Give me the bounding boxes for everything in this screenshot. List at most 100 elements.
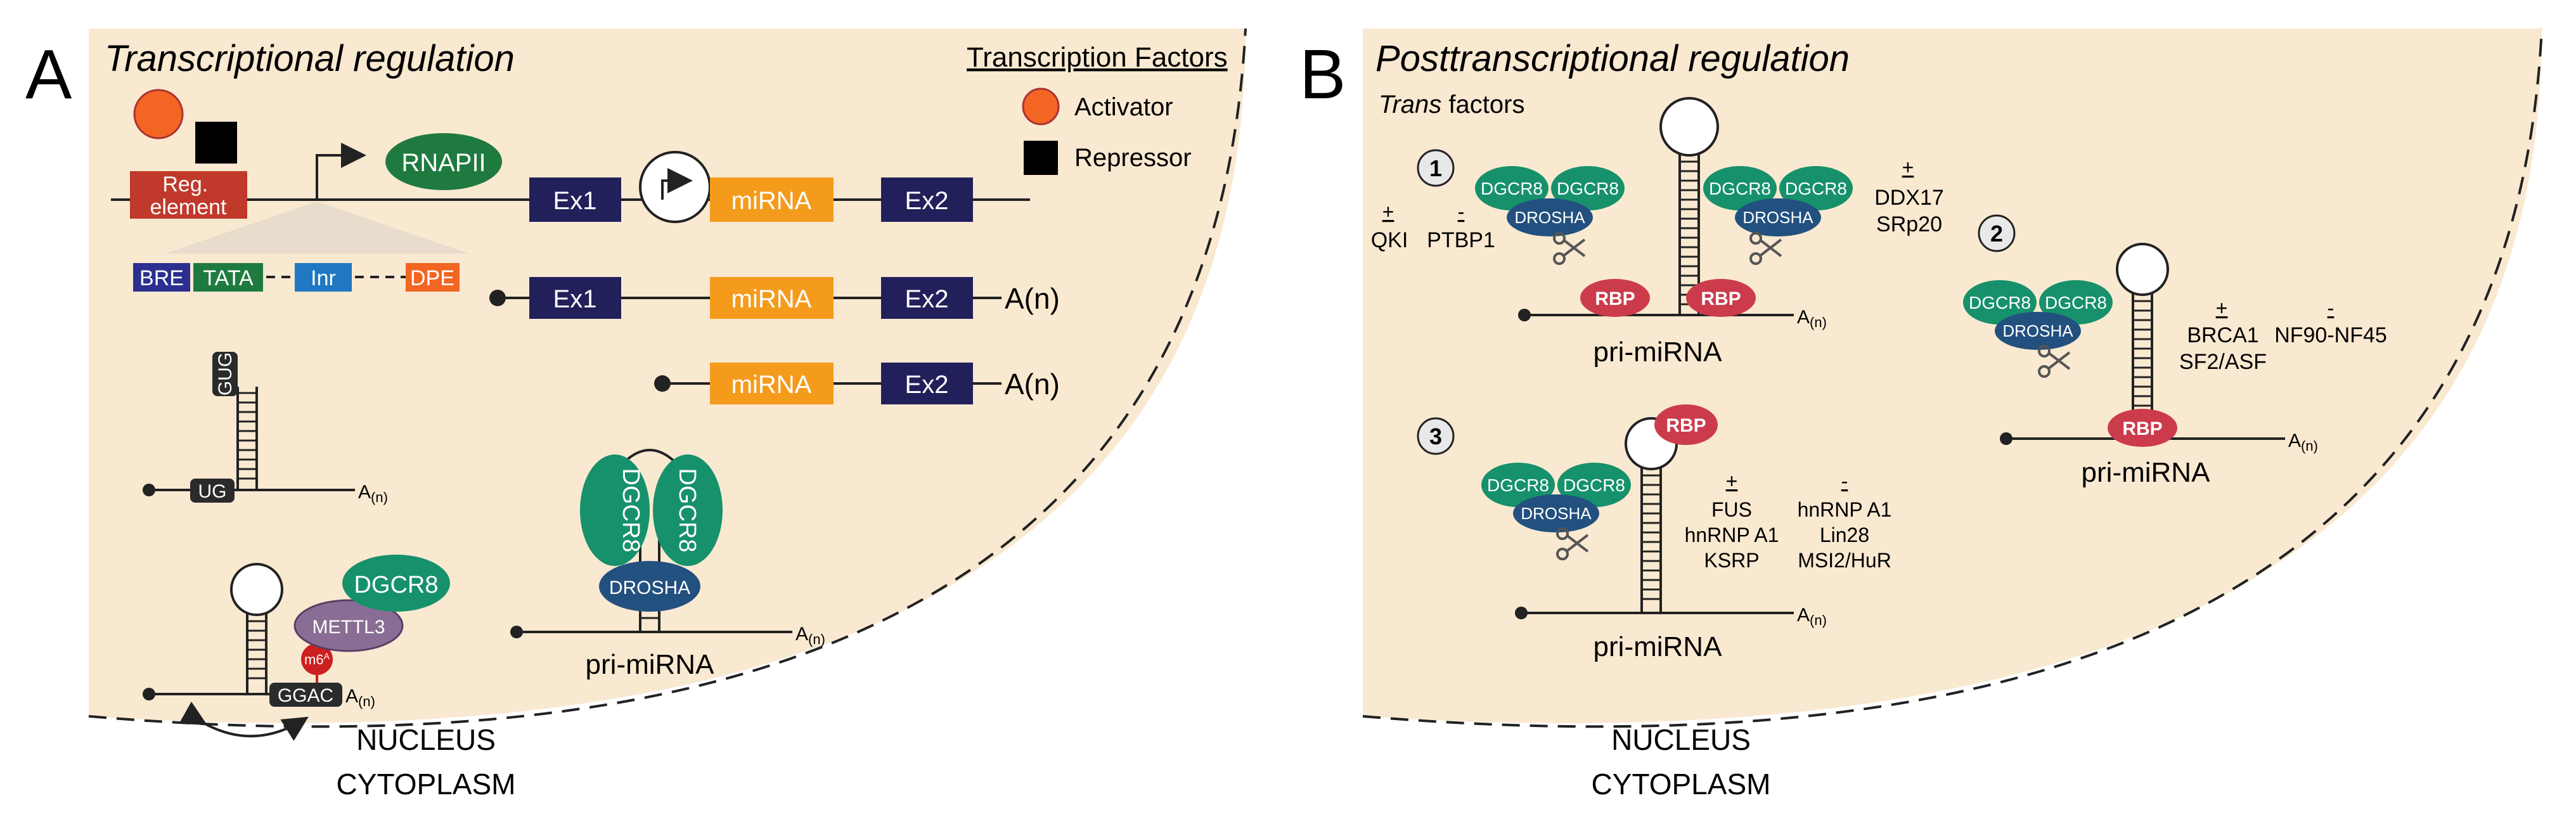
section3-positive-1: FUS <box>1711 498 1752 521</box>
section1-badge <box>1417 149 1455 187</box>
intronic-tss-arrow <box>661 168 693 200</box>
cytoplasm-label-b: CYTOPLASM <box>1592 768 1771 801</box>
section3-rbp <box>1654 404 1718 445</box>
section2-dgcr8-b-label: DGCR8 <box>2045 293 2107 312</box>
factors-word-text: factors <box>1448 91 1524 119</box>
pri-mirna-label-a: pri-miRNA <box>586 649 715 680</box>
legend-title: Transcription Factors <box>967 42 1228 73</box>
section1-rbp-right <box>1686 279 1756 317</box>
panel-a: A Transcriptional regulation Transcripti… <box>25 28 1247 801</box>
section1-left-dgcr8-b <box>1551 166 1625 210</box>
m6a-mark <box>301 643 333 675</box>
section3-number: 3 <box>1429 423 1442 449</box>
activator-legend-icon <box>1022 87 1060 126</box>
section2-drosha-label: DROSHA <box>2002 321 2073 340</box>
transcript1-exon1 <box>529 277 621 319</box>
intronic-promoter-circle <box>639 151 711 223</box>
reg-element-label: Reg. element <box>150 172 228 219</box>
processor-a-cap <box>510 626 523 638</box>
transcript2-mirna <box>710 363 834 404</box>
section3-pri-mirna-label: pri-miRNA <box>1594 631 1723 662</box>
ug-motif-label: UG <box>198 481 227 502</box>
section2-drosha <box>1995 312 2081 350</box>
section1-polya: A(n) <box>1797 307 1827 330</box>
exon1-label: Ex1 <box>553 187 597 215</box>
transcript2-cap <box>654 375 671 392</box>
m6a-hairpin: GGAC A(n) m6A METTL3 DGCR8 <box>143 555 450 741</box>
section2-number: 2 <box>1990 221 2003 247</box>
panel-b: B Posttranscriptional regulation Trans f… <box>1299 28 2543 801</box>
section2-polya: A(n) <box>2288 430 2318 454</box>
nf90-minus: - <box>2328 297 2334 319</box>
rnapii-label: RNAPII <box>401 149 486 177</box>
section1-right-dgcr8-a-label: DGCR8 <box>1709 179 1771 198</box>
motif-polya-a: A <box>358 482 371 503</box>
section1-rbp-left <box>1580 279 1650 317</box>
section2-stem-rungs <box>2133 300 2152 416</box>
mettl3-oval <box>293 599 404 652</box>
motif-hairpin-cap <box>143 484 155 496</box>
section1-rbp-right-label: RBP <box>1701 288 1741 309</box>
section1-right-drosha-label: DROSHA <box>1742 208 1813 227</box>
nuclear-envelope-a <box>88 28 1247 728</box>
gug-motif-label: GUG <box>215 352 236 396</box>
mirna-box-gene <box>710 177 834 222</box>
nf90-nf45-label: NF90-NF45 <box>2274 323 2387 347</box>
section1-left-dgcr8-b-label: DGCR8 <box>1557 179 1619 198</box>
panel-letter-b: B <box>1299 35 1346 113</box>
nucleus-label-a: NUCLEUS <box>356 723 496 756</box>
section2-polya-a: A <box>2288 430 2301 451</box>
section2-badge <box>1978 214 2016 252</box>
factors-word <box>1441 91 1448 119</box>
section3-minus: - <box>1841 470 1848 493</box>
ggac-motif-box <box>269 683 342 707</box>
panel-letter-a: A <box>25 35 72 113</box>
mirna-label-gene: miRNA <box>731 187 812 215</box>
dgcr8-left-label-a: DGCR8 <box>617 468 644 552</box>
repressor-icon <box>195 122 237 164</box>
bre-box <box>133 263 190 292</box>
repressor-legend-label: Repressor <box>1074 144 1192 172</box>
repressor-legend-icon <box>1024 141 1058 175</box>
ggac-motif-label: GGAC <box>278 685 333 706</box>
section3-polya: A(n) <box>1797 605 1827 628</box>
inr-box <box>295 263 352 292</box>
qki-label: QKI <box>1371 228 1408 252</box>
section3-dgcr8-b <box>1557 463 1631 507</box>
section1-left-dgcr8-a-label: DGCR8 <box>1481 179 1543 198</box>
motif-stem-rungs <box>238 392 257 480</box>
section2-rbp <box>2108 409 2177 447</box>
section3-positive-2: hnRNP A1 <box>1685 524 1779 546</box>
rnapii-oval <box>385 133 502 190</box>
drosha-label-a: DROSHA <box>609 577 690 598</box>
section-2: 2 DGCR8 DGCR8 DROSHA RBP A(n) pri-miRNA … <box>1963 214 2387 488</box>
nucleus-label-b: NUCLEUS <box>1611 723 1751 756</box>
transcript1-exon2 <box>881 277 973 319</box>
processor-a-polya-a: A <box>795 624 808 645</box>
section2-pri-mirna-label: pri-miRNA <box>2082 457 2211 488</box>
tata-box <box>193 263 263 292</box>
section3-cap <box>1515 607 1528 619</box>
section2-dgcr8-a-label: DGCR8 <box>1969 293 2031 312</box>
motif-polya-n: (n) <box>371 489 388 505</box>
promoter-zoom <box>165 202 469 254</box>
section-3: 3 RBP DGCR8 DGCR8 DROSHA A(n) pri-miRNA … <box>1417 404 1892 662</box>
dgcr8-oval-m6a <box>342 555 450 612</box>
section1-number: 1 <box>1429 155 1442 181</box>
reg-element-line1: Reg. <box>162 172 208 196</box>
section3-rbp-label: RBP <box>1666 415 1706 436</box>
section1-left-dgcr8-a <box>1475 166 1549 210</box>
transcript1-mirna-label: miRNA <box>731 285 812 313</box>
section-1: 1 + QKI - PTBP1 DGCR8 DGCR8 DROSHA DGCR8… <box>1371 97 1944 368</box>
processor-a-polya-n: (n) <box>808 631 825 647</box>
m6a-label-a: A <box>324 651 330 661</box>
sf2-asf-label: SF2/ASF <box>2179 350 2267 374</box>
transcript1-polya: A(n) <box>1005 282 1060 315</box>
tata-label: TATA <box>203 266 254 290</box>
ddx17-plus: + <box>1902 156 1914 179</box>
section3-negative-1: hnRNP A1 <box>1798 498 1892 521</box>
section2-loop <box>2116 243 2169 296</box>
section1-rbp-left-label: RBP <box>1595 288 1635 309</box>
dgcr8-label-m6a: DGCR8 <box>354 572 438 598</box>
